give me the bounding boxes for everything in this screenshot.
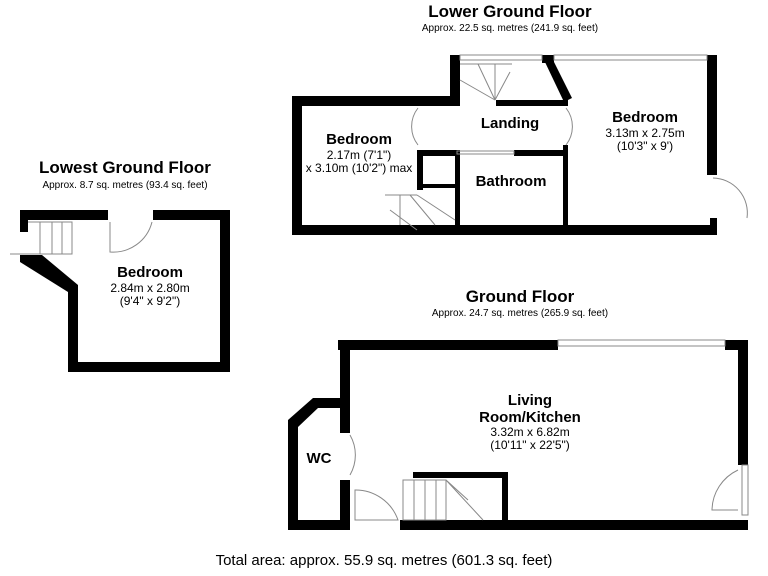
room-dim: 3.32m x 6.82m [490,425,570,439]
room-name: Bedroom [117,264,183,281]
room-dim: (10'3" x 9') [616,138,674,153]
room-dim: x 3.10m (10'2") max [305,160,413,175]
room-label-wc: WC [306,450,332,467]
ground-area: Approx. 24.7 sq. metres (265.9 sq. feet) [431,308,609,319]
walls-lower-ground [292,55,717,235]
room-dim: 3.13m x 2.75m [605,125,685,140]
room-label-bedroom-lg-left: Bedroom 2.17m (7'1") x 3.10m (10'2") max [300,131,418,175]
lowest-ground-title: Lowest Ground Floor [39,158,211,177]
room-dim: 2.17m (7'1") [326,147,392,162]
room-label-bathroom: Bathroom [475,173,547,190]
total-area: Total area: approx. 55.9 sq. metres (601… [215,552,553,569]
room-label-bedroom-lowest: Bedroom 2.84m x 2.80m (9'4" x 9'2") [90,264,210,308]
room-name: Living [507,392,553,409]
ground-title: Ground Floor [465,287,575,306]
walls-lowest-ground [20,210,230,372]
fixtures-lowest-ground [10,221,153,255]
walls-ground [288,340,748,530]
room-name: Room/Kitchen [479,408,581,426]
room-name: Bedroom [326,131,392,148]
room-label-bedroom-lg-right: Bedroom 3.13m x 2.75m (10'3" x 9') [580,109,710,153]
room-dim: (10'11" x 22'5") [490,438,570,453]
fixtures-lower-ground [385,54,748,231]
room-label-living-kitchen: Living Room/Kitchen 3.32m x 6.82m (10'11… [460,392,600,453]
lowest-ground-area: Approx. 8.7 sq. metres (93.4 sq. feet) [42,180,208,191]
room-name: Bedroom [612,109,678,126]
room-dim: 2.84m x 2.80m [110,280,190,295]
room-dim: (9'4" x 9'2") [119,293,181,308]
lower-ground-title: Lower Ground Floor [428,2,592,21]
fixtures-ground [349,339,749,521]
lower-ground-area: Approx. 22.5 sq. metres (241.9 sq. feet) [421,23,599,34]
room-label-landing: Landing [480,115,540,132]
